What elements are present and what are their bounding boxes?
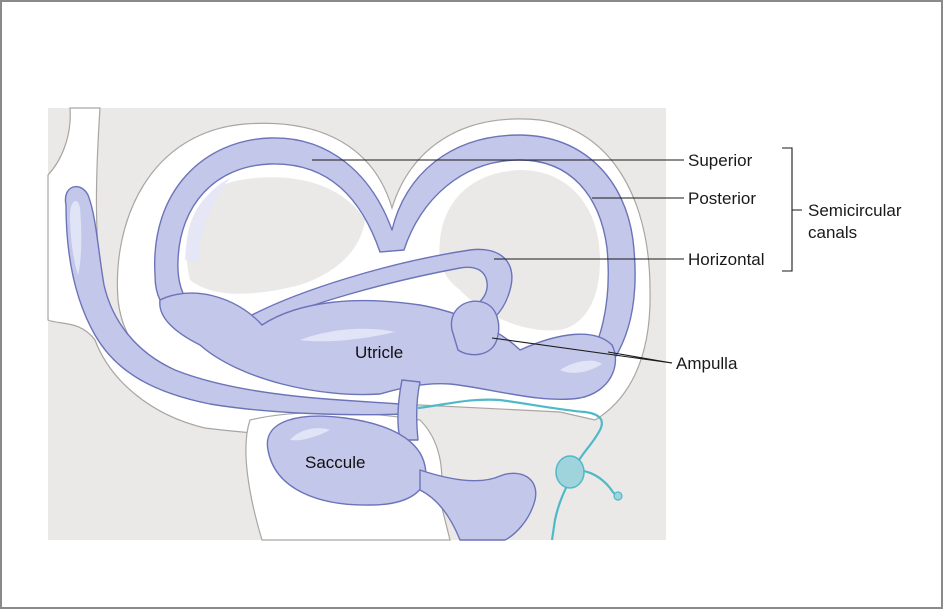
nerve-end [614,492,622,500]
utriculosaccular-duct [398,380,420,440]
label-utricle: Utricle [355,343,403,362]
nerve-ganglion [556,456,584,488]
label-semicircular: Semicircular [808,201,902,220]
label-saccule: Saccule [305,453,365,472]
label-canals: canals [808,223,857,242]
label-ampulla: Ampulla [676,354,738,373]
semicircular-bracket [782,148,802,271]
label-posterior: Posterior [688,189,756,208]
label-horizontal: Horizontal [688,250,765,269]
label-superior: Superior [688,151,753,170]
ampulla-bulge [451,301,498,354]
